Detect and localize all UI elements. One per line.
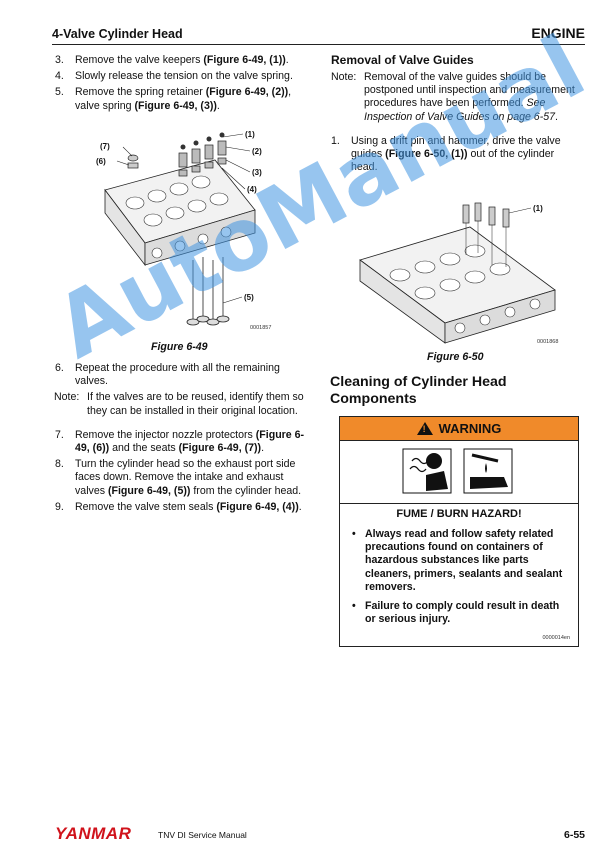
callout-6: (6) [96, 157, 106, 166]
warning-code: 0000014en [542, 635, 570, 641]
steps-6-9: 6. Repeat the procedure with all the rem… [54, 362, 313, 517]
warning-bullet-1: •Always read and follow safety related p… [352, 528, 563, 593]
yanmar-logo: YANMAR [55, 824, 132, 843]
callout-5: (5) [244, 293, 254, 302]
callout-2: (2) [252, 147, 262, 156]
callout-1: (1) [245, 130, 255, 139]
warning-header: !WARNING [340, 417, 578, 441]
person-head-icon [426, 453, 442, 469]
page-number: 6-55 [563, 829, 585, 841]
note-reuse: Note: If the valves are to be reused, id… [54, 391, 304, 417]
fume-burn-pictogram [340, 448, 578, 504]
steps-3-5: 3. Remove the valve keepers (Figure 6-49… [55, 54, 313, 116]
section-title: 4-Valve Cylinder Head [52, 27, 183, 41]
warning-triangle-icon: ! [416, 422, 433, 435]
manual-name: TNV DI Service Manual [158, 830, 247, 840]
figure-50-id: 0001868 [537, 339, 558, 345]
callout-3: (3) [252, 168, 262, 177]
figure-6-49-caption: Figure 6-49 [151, 341, 208, 353]
callout-4: (4) [247, 185, 257, 194]
figure-49-id: 0001857 [250, 325, 271, 331]
note-postpone: Note: Removal of the valve guides should… [331, 71, 575, 123]
hazard-title: FUME / BURN HAZARD! [396, 508, 522, 520]
callout-50-1: (1) [533, 204, 543, 213]
figure-6-50-caption: Figure 6-50 [427, 351, 484, 363]
warning-bullet-2: •Failure to comply could result in death… [352, 600, 560, 626]
step-3: 3. Remove the valve keepers (Figure 6-49… [55, 54, 289, 66]
figure-6-49-illustration: (1) (2) (3) (4) (5) (6) (7) 0001857 [96, 130, 271, 331]
step-4: 4. Slowly release the tension on the val… [55, 70, 293, 83]
step-9: 9. Remove the valve stem seals (Figure 6… [55, 500, 302, 513]
cleaning-title: Cleaning of Cylinder Head Components [330, 374, 507, 407]
callout-7: (7) [100, 142, 110, 151]
header-rule [52, 44, 585, 45]
removal-valve-guides-title: Removal of Valve Guides [331, 53, 474, 67]
chapter-title: ENGINE [531, 25, 585, 41]
removal-text: Note: Removal of the valve guides should… [331, 71, 581, 177]
step-8: 8. Turn the cylinder head so the exhaust… [55, 458, 302, 497]
step-5: 5. Remove the spring retainer (Figure 6-… [55, 86, 292, 112]
figure-6-50-illustration: (1) 0001868 [359, 202, 558, 345]
step-7: 7. Remove the injector nozzle protectors… [55, 428, 305, 455]
step-1-drift-pin: 1. Using a drift pin and hammer, drive t… [331, 134, 561, 174]
hand-burn-icon [470, 477, 508, 489]
warning-box: !WARNING FUME / BURN HAZARD! •Always rea… [339, 416, 579, 647]
step-6: 6. Repeat the procedure with all the rem… [55, 362, 280, 388]
